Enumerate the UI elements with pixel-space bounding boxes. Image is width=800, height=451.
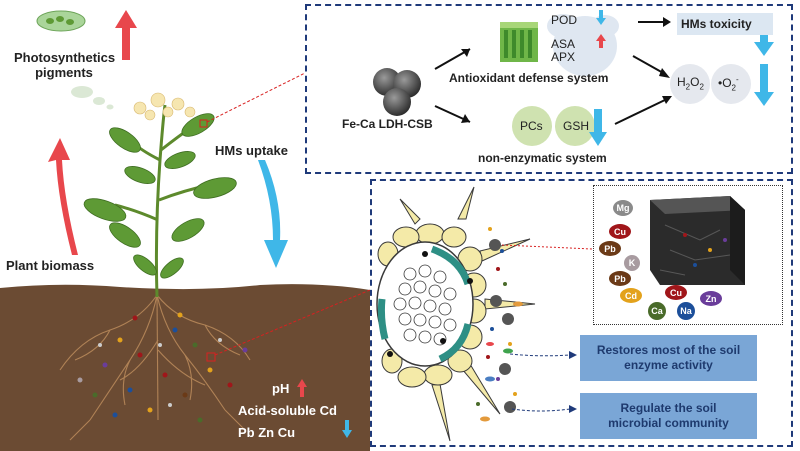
plant-flowers [133,92,196,121]
rhizosphere-particles [476,227,517,406]
nonenzymatic-label: non-enzymatic system [478,151,607,165]
superoxide-o: •O [718,76,732,90]
thought-bubbles [71,86,114,110]
superoxide-sub: 2 [731,83,736,93]
leaf-connector [206,72,306,123]
gsh-circle [555,106,595,146]
soil-connector [214,289,370,356]
pod-down-arrow [596,10,606,25]
gsh-label: GSH [563,119,590,133]
xylem-cells [393,264,457,346]
ion-pill: K [624,255,640,271]
h2o2-h: H [677,75,686,89]
material-label: Fe-Ca LDH-CSB [342,117,433,131]
ph-label: pH [272,381,290,396]
hms-toxicity-label: HMs toxicity [681,17,752,31]
ion-pill: Na [677,302,695,320]
chloroplast-icon [36,10,86,32]
gsh-down-arrow [589,109,607,146]
antioxidant-label: Antioxidant defense system [449,71,609,85]
ion-pill: Ca [648,302,666,320]
h2o2-sub1: 2 [685,82,691,92]
photosynthesis-up-arrow [115,10,137,60]
leaf-tissue-icon [500,22,538,62]
enzyme-activity-box: Restores most of the soil enzyme activit… [580,335,757,381]
metals-down-arrow [342,420,352,438]
microbes [480,301,523,422]
leaf-marker [199,119,208,128]
ros-down-arrow [754,64,774,106]
ion-pill: Pb [599,241,621,256]
top-panel-graphics [373,10,774,146]
passage-cells [387,251,473,357]
pcs-label: PCs [520,119,543,133]
photosynthetic-label: Photosynthetics pigments [14,50,116,80]
plant-biomass-label: Plant biomass [6,258,95,273]
h2o2-label: H2O2 [677,75,704,91]
ion-pill: Cd [620,288,642,303]
biochar-detail-box [593,185,783,325]
ldh-csb-icon [373,68,421,116]
apx-label: APX [551,50,576,64]
superoxide-sup: - [736,75,739,84]
heavy-metals-label: Pb Zn Cu [238,425,296,440]
h2o2-o: O [690,75,700,89]
root-system [59,294,251,441]
asa-label: ASA [551,37,576,51]
asa-up-arrow [596,34,606,48]
ion-pill: Pb [609,271,631,286]
vascular-cylinder [376,241,474,367]
superoxide-label: •O2- [718,75,739,92]
uptake-down-arrow [258,160,288,268]
hms-uptake-label: HMs uptake [215,143,288,158]
acid-soluble-cd-label: Acid-soluble Cd [238,403,337,418]
microbial-community-box: Regulate the soil microbial community [580,393,757,439]
biochar-particles [489,239,516,413]
ion-pill: Zn [700,291,722,306]
toxicity-down-arrow [754,14,774,56]
h2o2-sub2: 2 [699,82,704,92]
ion-pill: Cu [609,224,631,239]
root-cell-diagram [376,186,593,442]
soil-ground [0,284,370,451]
top-dashed-panel [305,4,793,174]
h2o2-circle [670,64,710,104]
pod-label: POD [551,13,578,27]
ion-pill: Mg [613,200,633,216]
soil-marker [206,352,216,362]
plant-leaves [83,113,237,279]
biochar-cube [650,196,745,285]
bottom-dashed-panel [370,179,793,447]
plant-soil-scene [0,10,370,451]
ion-pill: Cu [665,285,687,300]
hms-toxicity-box [677,13,773,35]
superoxide-circle [711,64,751,104]
pcs-circle [512,106,552,146]
ph-up-arrow [297,379,307,397]
soil-particles [77,312,248,423]
biomass-up-arrow [48,138,78,255]
endodermis [377,245,472,363]
